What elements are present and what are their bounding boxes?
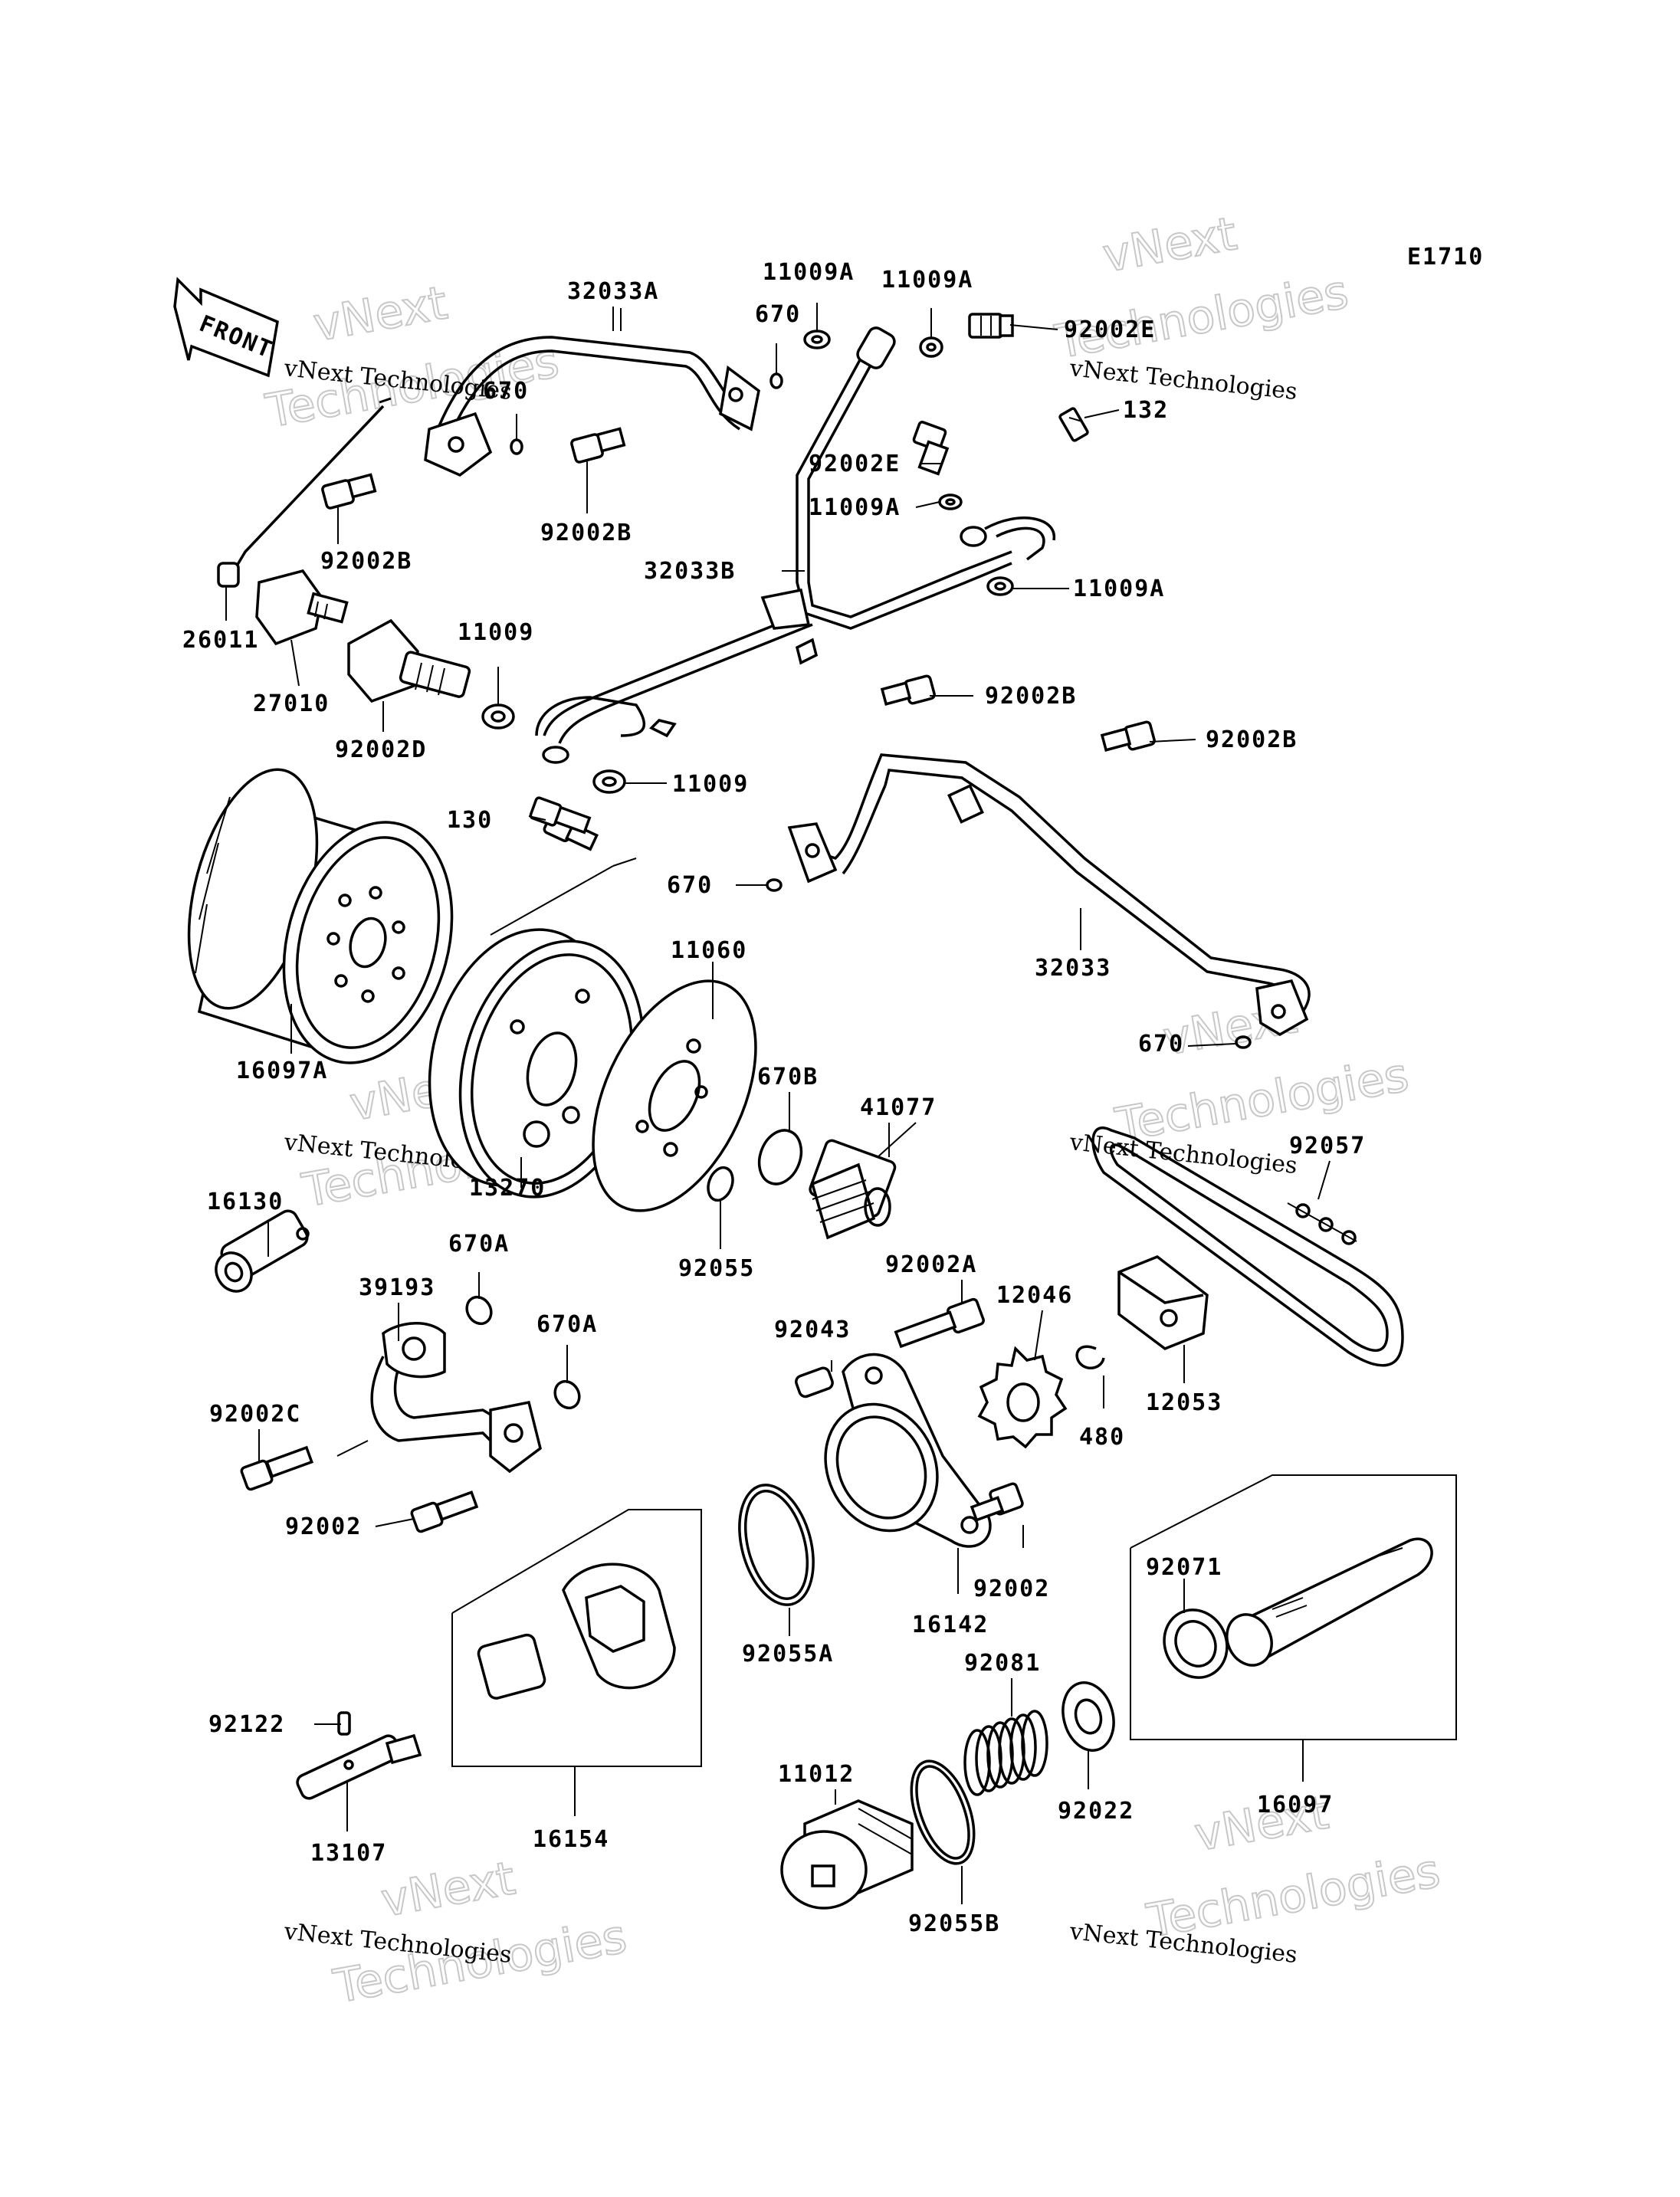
part-label: 670B	[757, 1064, 819, 1090]
watermark-text: vNext	[310, 276, 451, 352]
part-labels: 32033A 11009A 11009A 670 670 92002E 132 …	[182, 259, 1366, 1937]
bolts-92002b-upper	[321, 427, 626, 510]
part-label: 92002B	[320, 548, 412, 575]
leader-lines	[225, 303, 1331, 1904]
bolt-132	[1058, 407, 1089, 442]
part-label: 92002	[973, 1576, 1050, 1602]
washers-11009a	[803, 330, 1014, 596]
washers-11009	[481, 703, 626, 794]
front-arrow: FRONT	[173, 277, 279, 378]
relief-valve-41077	[809, 1122, 917, 1240]
part-label: 11009A	[881, 267, 973, 293]
watermark-text: vNext Technologies	[1068, 355, 1298, 405]
part-label: 16097	[1257, 1792, 1334, 1818]
oil-pipe-32033	[787, 753, 1311, 1037]
part-label: 11009	[458, 619, 534, 646]
part-label: 92002E	[809, 451, 901, 477]
part-label: 92055B	[908, 1910, 1000, 1937]
watermark-text: vNext	[1099, 207, 1241, 283]
part-label: 92002A	[885, 1251, 977, 1278]
bolt-92002a	[894, 1297, 985, 1349]
part-label: 39193	[359, 1274, 435, 1301]
part-label: 32033B	[644, 558, 736, 585]
part-label: 92002D	[335, 736, 427, 763]
part-label: 670	[483, 378, 529, 405]
part-label: 480	[1079, 1424, 1125, 1451]
part-label: 92122	[208, 1711, 285, 1738]
bolt-92002e-upper	[968, 313, 1014, 339]
o-ring-92055b	[910, 1759, 976, 1865]
filter-plate-11060	[592, 979, 757, 1212]
pump-shaft-13107	[296, 1733, 422, 1800]
part-label: 92071	[1146, 1554, 1222, 1581]
part-label: 11009	[672, 771, 749, 798]
part-label: 92043	[774, 1317, 851, 1343]
oil-pump-body-16142	[795, 1353, 992, 1548]
union-bolt-92002d	[347, 618, 471, 703]
part-label: 670A	[536, 1311, 598, 1338]
watermark-text: Technologies	[1111, 1048, 1413, 1153]
part-label: 132	[1123, 397, 1169, 424]
drain-plug-11012	[780, 1799, 914, 1910]
part-label: 92055	[678, 1255, 755, 1282]
spring-92081	[963, 1710, 1048, 1796]
part-label: 92002B	[985, 683, 1077, 710]
bolt-92002e-middle	[912, 421, 950, 476]
part-label: 92022	[1058, 1798, 1134, 1825]
strainer-group-16097	[1130, 1474, 1457, 1740]
part-label: 11012	[778, 1761, 855, 1788]
oil-filter-16097a	[187, 768, 454, 1064]
part-label: 13270	[469, 1175, 546, 1202]
part-label: 670	[755, 301, 801, 328]
part-label: 92002B	[540, 520, 632, 546]
switch-lead-26011	[217, 397, 392, 588]
oil-pressure-switch-27010	[255, 569, 349, 646]
part-label: 11009A	[763, 259, 855, 286]
part-label: 12046	[996, 1282, 1073, 1309]
part-label: 41077	[860, 1094, 937, 1121]
part-label: 27010	[253, 690, 330, 717]
diagram-code: E1710	[1407, 244, 1484, 271]
part-label: 16154	[533, 1826, 609, 1853]
drive-chain-92057	[1091, 1126, 1404, 1367]
part-label: 13107	[310, 1840, 387, 1867]
part-label: 670	[667, 872, 713, 899]
part-label: 130	[447, 807, 493, 834]
part-label: 12053	[1146, 1389, 1222, 1416]
part-label: 16097A	[236, 1058, 328, 1084]
bolt-92002-pump	[970, 1482, 1024, 1522]
part-label: 32033	[1035, 955, 1111, 982]
washer-92022	[1061, 1681, 1115, 1752]
bolts-92002c-92002	[240, 1445, 479, 1533]
oil-pipe-32033b	[535, 326, 1055, 764]
part-label: 11009A	[1073, 575, 1165, 602]
part-label: 16130	[207, 1189, 284, 1215]
part-label: 16142	[912, 1612, 989, 1638]
part-label: 92055A	[742, 1641, 834, 1667]
part-label: 670A	[448, 1231, 510, 1258]
oil-pipe-32033a	[424, 307, 760, 477]
watermark-text: vNext	[377, 1851, 519, 1927]
circlip-480	[1075, 1345, 1105, 1370]
o-ring-92055a	[738, 1484, 815, 1606]
part-label: 92057	[1289, 1133, 1366, 1159]
part-label: 11009A	[809, 494, 901, 521]
o-rings-670-lower	[766, 878, 1252, 1049]
part-label: 92081	[964, 1650, 1041, 1677]
part-label: 26011	[182, 627, 259, 654]
part-label: 92002	[285, 1513, 362, 1540]
sprocket-12046	[977, 1346, 1068, 1449]
part-label: 32033A	[567, 278, 659, 305]
rotor-group-16154	[451, 1509, 702, 1767]
guide-12053	[1117, 1255, 1209, 1350]
part-label: 92002E	[1064, 316, 1156, 343]
o-rings-670a	[465, 1295, 581, 1410]
part-label: 670	[1138, 1031, 1184, 1058]
plug-16130	[215, 1209, 310, 1293]
part-label: 11060	[671, 937, 747, 964]
oil-pipe-39193	[336, 1322, 542, 1474]
part-label: 92002B	[1206, 726, 1298, 753]
part-label: 92002C	[209, 1401, 301, 1428]
